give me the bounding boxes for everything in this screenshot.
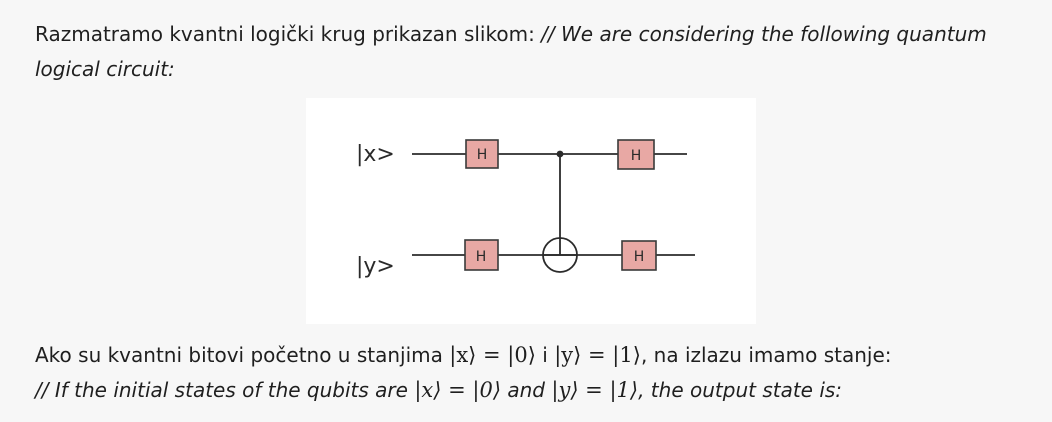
question-line-en: // If the initial states of the qubits a… (35, 378, 842, 402)
control-dot (556, 150, 564, 158)
math-x-state-en: |x⟩ = |0⟩ (414, 378, 502, 402)
circuit-diagram: |x> |y> H H H H (356, 139, 695, 279)
question-text-hr-and: i (542, 343, 548, 367)
question-text-en-and: and (507, 378, 546, 402)
intro-text-en: We are considering the following quantum… (35, 22, 987, 81)
math-y-state-en: |y⟩ = |1⟩ (551, 378, 639, 402)
question-separator: // (35, 378, 49, 402)
gate-label: H (476, 249, 487, 265)
math-x-state: |x⟩ = |0⟩ (449, 343, 536, 367)
input-label-top: |x> (356, 142, 395, 167)
question-text-en-suffix: , the output state is: (638, 378, 843, 402)
question-text-hr-prefix: Ako su kvantni bitovi početno u stanjima (35, 343, 443, 367)
question-text-hr-suffix: , na izlazu imamo stanje: (640, 343, 892, 367)
math-y-state: |y⟩ = |1⟩ (554, 343, 641, 367)
question-line-hr: Ako su kvantni bitovi početno u stanjima… (35, 343, 892, 367)
intro-text-hr: Razmatramo kvantni logički krug prikazan… (35, 22, 535, 46)
intro-separator: // (541, 22, 555, 46)
hadamard-gate-bottom-right: H (621, 240, 657, 271)
question-paragraph: Ako su kvantni bitovi početno u stanjima… (35, 338, 1045, 408)
intro-paragraph: Razmatramo kvantni logički krug prikazan… (35, 17, 1035, 87)
hadamard-gate-top-right: H (617, 139, 655, 170)
gate-label: H (477, 147, 488, 163)
circuit-figure: |x> |y> H H H H (306, 98, 756, 324)
gate-label: H (634, 249, 645, 265)
gate-label: H (631, 148, 642, 164)
hadamard-gate-top-left: H (465, 139, 499, 169)
input-label-bottom: |y> (356, 254, 395, 279)
question-text-en-prefix: If the initial states of the qubits are (54, 378, 408, 402)
hadamard-gate-bottom-left: H (464, 239, 499, 271)
